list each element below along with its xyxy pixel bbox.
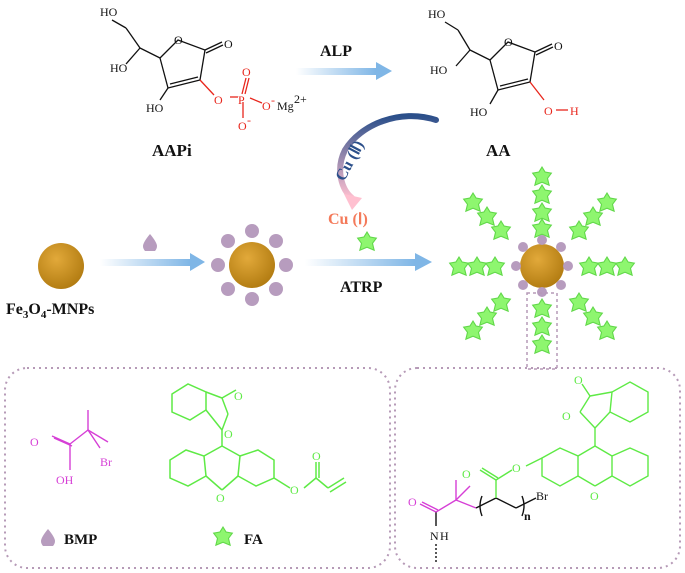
cu2-label: Cu (Ⅱ) (333, 138, 368, 184)
magnesium-charge: 2+ (294, 92, 307, 106)
polymer-grafted-mnp (449, 166, 635, 354)
aa-ring-o: O (504, 35, 513, 49)
bmp-structure (51, 410, 109, 470)
aapi-ring-o: O (174, 33, 183, 47)
fe3o4-nanoparticle (38, 243, 84, 289)
fa-xanthene-o: O (216, 491, 225, 505)
polymer-lactone-ring-o: O (562, 409, 571, 423)
aapi-carbonyl-o: O (224, 37, 233, 51)
alp-arrow-head (376, 62, 392, 80)
aapi-ho-top: HO (100, 5, 118, 19)
fa-ester-o: O (290, 483, 299, 497)
bmp-hydroxyl: OH (56, 473, 74, 487)
polymer-ester-o: O (512, 461, 521, 475)
fa-structure (169, 383, 347, 493)
aapi-ester-o: O (214, 93, 223, 107)
cu1-label: Cu (Ⅰ) (328, 211, 368, 228)
mnp-label: Fe3O4-MNPs (6, 301, 94, 321)
aa-ho-bottom: HO (470, 105, 488, 119)
bmp-reagent-icon (143, 234, 157, 251)
aapi-p-oxo: O (242, 65, 251, 79)
polymer-amide-n: N (430, 529, 439, 543)
atrp-label: ATRP (340, 279, 383, 296)
aa-ho-left: HO (430, 63, 448, 77)
aa-hydroxyl-h: H (570, 104, 579, 118)
aapi-o-minus-right: O (262, 99, 271, 113)
aapi-o-minus-bottom: O (238, 119, 247, 133)
polymer-lactone-carbonyl-o: O (574, 373, 583, 387)
bmp-carbonyl-o: O (30, 435, 39, 449)
polymer-detail-panel (394, 367, 681, 569)
polymer-amide-h: H (440, 529, 449, 543)
alp-arrow-shaft (296, 68, 376, 75)
aa-label: AA (486, 141, 511, 160)
bmp-arrow-head (190, 253, 205, 271)
aapi-charge-bottom: - (247, 113, 251, 127)
fa-reagent-icon (357, 231, 377, 251)
aapi-phosphorus: P (238, 93, 245, 107)
zoom-highlight-box (526, 292, 558, 370)
aapi-structure (111, 19, 263, 118)
cu-reduction-arrow (337, 113, 439, 201)
aa-hydroxyl-o: O (544, 104, 553, 118)
bmp-arrow-shaft (100, 259, 190, 266)
aapi-ho-bottom: HO (146, 101, 164, 115)
aa-carbonyl-o: O (554, 39, 563, 53)
cu-reduction-arrow-head (344, 194, 362, 210)
bmp-functionalized-mnp (211, 224, 293, 306)
aapi-label: AAPi (152, 141, 192, 160)
polymer-bromine: Br (536, 489, 548, 503)
aapi-ho-left: HO (110, 61, 128, 75)
bmp-legend-icon (41, 529, 55, 546)
fa-lactone-carbonyl-o: O (234, 389, 243, 403)
magnesium-ion: Mg (277, 99, 294, 113)
alp-label: ALP (320, 43, 352, 60)
aa-ho-top: HO (428, 7, 446, 21)
atrp-arrow-shaft (305, 259, 415, 266)
aapi-charge-right: - (271, 93, 275, 107)
atrp-arrow-head (415, 253, 432, 271)
polymer-xanthene-o: O (590, 489, 599, 503)
bmp-legend-label: BMP (64, 532, 97, 548)
legend-panel (4, 367, 391, 569)
fa-legend-label: FA (244, 532, 263, 548)
fa-acryl-carbonyl-o: O (312, 449, 321, 463)
polymer-chain-structure (419, 381, 649, 562)
polymer-ester-carbonyl-o: O (462, 467, 471, 481)
polymer-amide-o: O (408, 495, 417, 509)
aa-structure (444, 21, 568, 111)
fa-lactone-ring-o: O (224, 427, 233, 441)
bmp-bromine: Br (100, 455, 112, 469)
repeat-subscript-n: n (524, 509, 531, 523)
fa-legend-icon (213, 526, 233, 546)
